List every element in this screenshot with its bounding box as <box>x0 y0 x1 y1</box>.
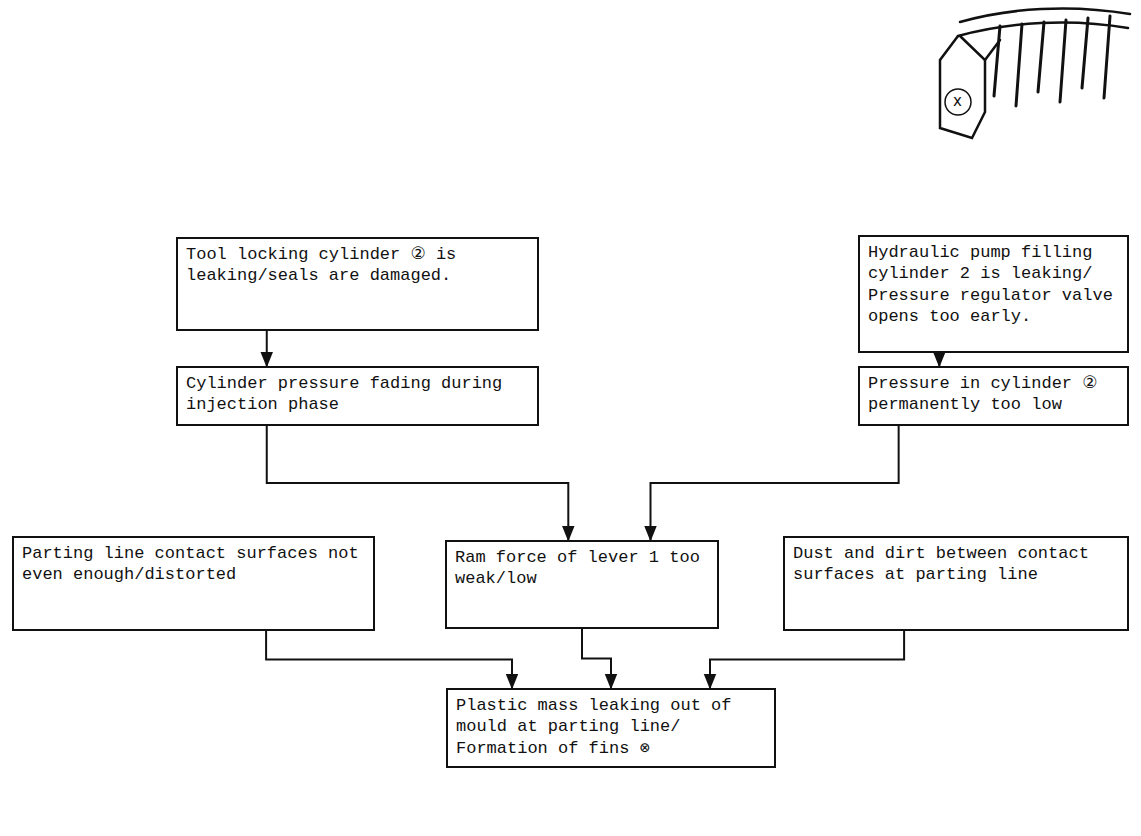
box-text: Tool locking cylinder ② is leaking/seals… <box>186 244 529 287</box>
arrow-connector <box>266 631 512 688</box>
arrow-connector <box>582 629 611 688</box>
cause-box: Dust and dirt between contact surfaces a… <box>783 536 1129 631</box>
box-text: Hydraulic pump filling cylinder 2 is lea… <box>868 242 1119 327</box>
box-text: Pressure in cylinder ② permanently too l… <box>868 373 1119 416</box>
fault-box: Plastic mass leaking out of mould at par… <box>446 688 776 768</box>
box-text: Dust and dirt between contact surfaces a… <box>793 543 1119 586</box>
fin-stroke <box>1016 24 1022 106</box>
cause-box: Hydraulic pump filling cylinder 2 is lea… <box>858 235 1129 353</box>
effect-box: Pressure in cylinder ② permanently too l… <box>858 366 1129 426</box>
fin-stroke <box>1060 20 1066 102</box>
fin-stroke <box>1082 18 1088 88</box>
cause-box: Parting line contact surfaces not even e… <box>12 536 375 631</box>
box-text: Plastic mass leaking out of mould at par… <box>456 695 766 759</box>
fin-stroke <box>1038 22 1044 92</box>
arrow-connector <box>938 353 940 366</box>
cause-box: Ram force of lever 1 too weak/low <box>445 540 719 629</box>
box-text: Parting line contact surfaces not even e… <box>22 543 365 586</box>
fin-stroke <box>1104 16 1110 98</box>
part-outline <box>960 8 1130 22</box>
arrow-connector <box>266 331 268 366</box>
part-outline <box>940 36 985 138</box>
fin-stroke <box>994 26 1000 96</box>
arrow-connector <box>710 631 904 688</box>
arrow-connector <box>651 426 899 540</box>
callout-circle <box>945 89 971 115</box>
cause-box: Tool locking cylinder ② is leaking/seals… <box>176 237 539 331</box>
box-text: Ram force of lever 1 too weak/low <box>455 547 709 590</box>
box-text: Cylinder pressure fading during injectio… <box>186 373 529 416</box>
arrow-connector <box>267 426 569 540</box>
effect-box: Cylinder pressure fading during injectio… <box>176 366 539 426</box>
callout-label: x <box>953 92 962 110</box>
